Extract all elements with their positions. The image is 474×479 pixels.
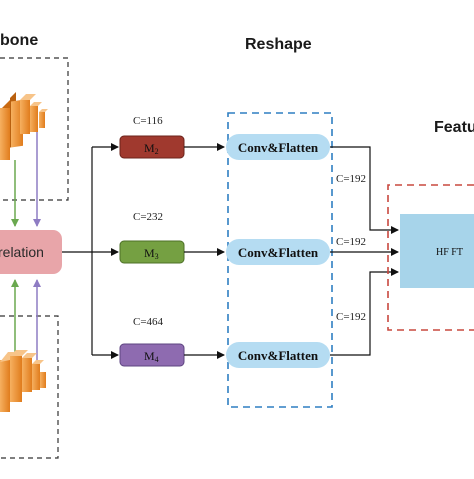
correlation-box [0,230,62,274]
hfft-label: HF FT [436,247,463,258]
conv-flatten-label-2: Conv&Flatten [238,245,319,260]
backbone-bottom-box [0,315,59,459]
m2-channels: C=116 [133,115,163,127]
hfft-box [400,214,474,288]
reshape-box [227,112,333,408]
correlation-label: relation [0,244,44,260]
m3-label: M3 [144,246,159,261]
m4-label: M4 [144,349,159,364]
backbone-bottom-blocks [0,350,46,412]
reshape-header: Reshape [245,36,312,53]
feature-header: Featu [434,119,474,136]
m4-channels: C=464 [133,316,164,328]
conv-flatten-box-3 [226,342,330,368]
out-channels-2: C=192 [336,236,366,248]
backbone-top-box [0,57,69,201]
conv1-to-hfft-arrow [330,146,399,234]
out-channels-3: C=192 [336,311,366,323]
feature-box [387,184,474,331]
conv-flatten-box-1 [226,134,330,160]
conv-flatten-label-3: Conv&Flatten [238,348,319,363]
m2-label: M2 [144,141,159,156]
conv3-to-hfft-arrow [330,268,399,356]
conv-flatten-box-2 [226,239,330,265]
backbone-header: bone [0,32,38,49]
conv-flatten-label-1: Conv&Flatten [238,140,319,155]
out-channels-1: C=192 [336,173,366,185]
m3-channels: C=232 [133,211,163,223]
backbone-top-blocks [0,92,48,160]
